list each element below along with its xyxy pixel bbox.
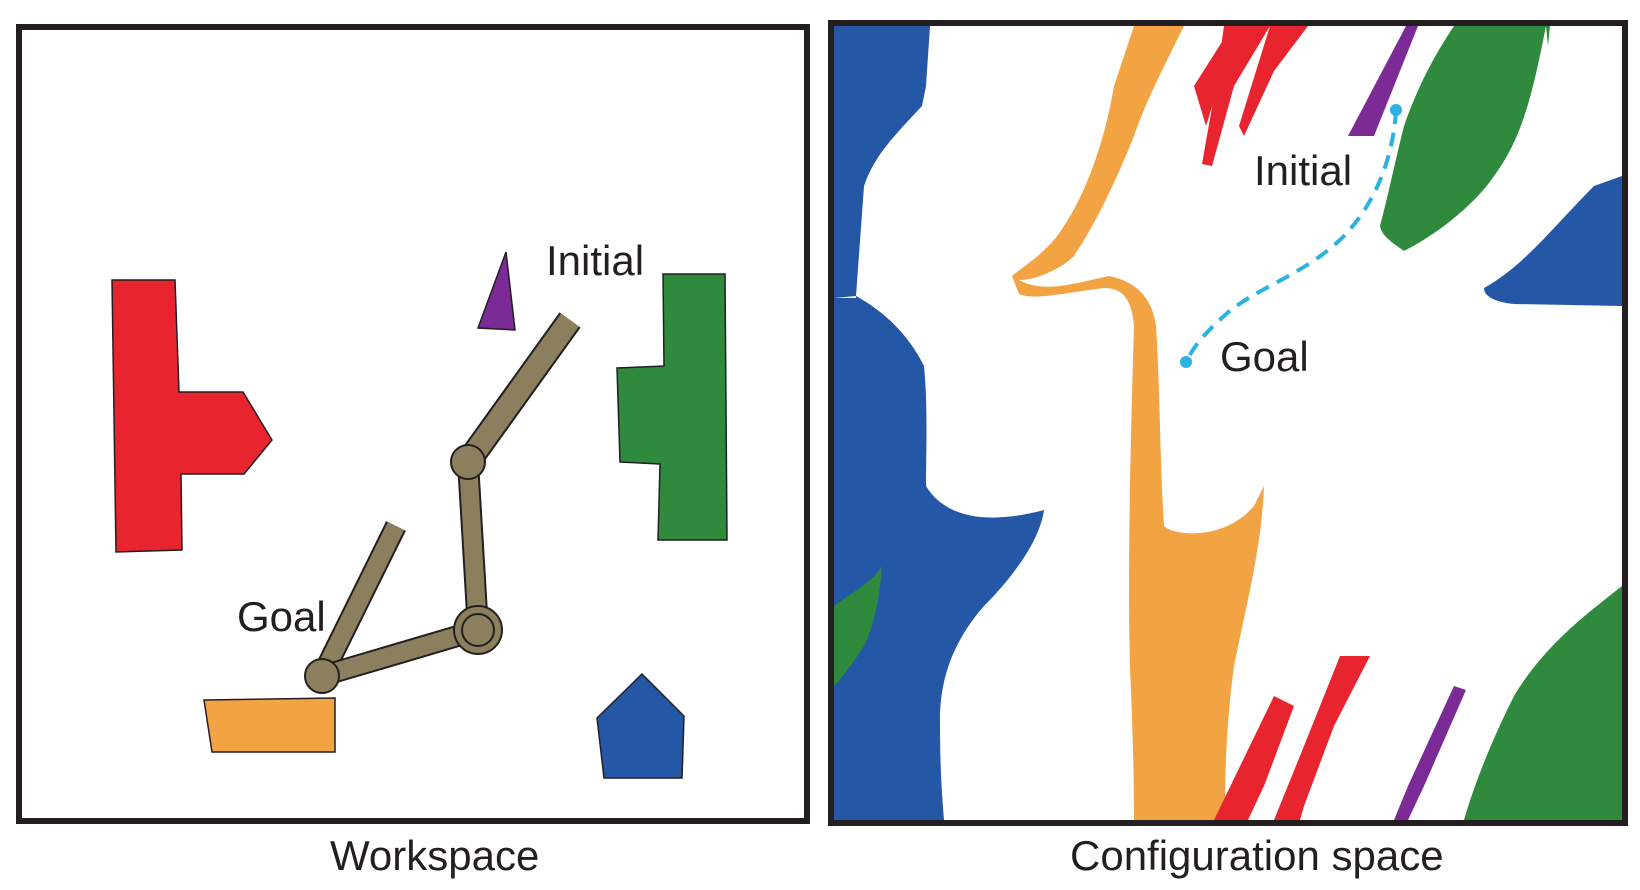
base-joint-inner: [461, 613, 495, 647]
cspace-red-region-top-2: [1239, 26, 1308, 136]
cspace-green-region-top-edge: [1546, 26, 1550, 46]
workspace-caption: Workspace: [330, 832, 540, 879]
green-obstacle: [616, 273, 728, 541]
configuration-space-canvas: [834, 26, 1622, 820]
workspace-canvas: [111, 251, 728, 779]
cspace-blue-region-bottom-left: [834, 298, 856, 820]
elbow-joint-initial: [450, 444, 486, 480]
robot-arm-initial: [457, 312, 581, 631]
cspace-goal-point: [1180, 356, 1192, 368]
blue-obstacle: [596, 672, 685, 779]
cspace-blue-region: [834, 26, 1044, 820]
elbow-joint-goal: [304, 658, 340, 694]
red-obstacle: [111, 279, 273, 553]
cspace-goal-label: Goal: [1220, 333, 1309, 380]
cspace-red-region-top-3: [1194, 26, 1234, 126]
purple-obstacle: [476, 251, 516, 331]
configuration-space-panel: Initial Goal: [828, 20, 1628, 826]
cspace-initial-label: Initial: [1254, 147, 1353, 194]
orange-obstacle: [203, 697, 336, 753]
cspace-purple-region-top: [1348, 26, 1418, 136]
cspace-path: [1184, 109, 1398, 363]
cspace-red-region-bottom-1: [1214, 696, 1294, 820]
cspace-orange-region: [1012, 26, 1264, 820]
cspace-green-region-bottom: [1464, 586, 1622, 820]
cspace-green-region-left: [834, 566, 882, 686]
cspace-green-region-top: [1380, 26, 1546, 251]
cspace-blue-region-right: [1484, 176, 1622, 306]
workspace-panel: Initial Goal: [16, 24, 810, 824]
workspace-initial-label: Initial: [546, 237, 645, 284]
cspace-initial-point: [1390, 104, 1402, 116]
cspace-red-region-bottom-2: [1274, 656, 1370, 820]
cspace-purple-region-bottom: [1394, 686, 1466, 820]
robot-arm-goal: [312, 521, 482, 687]
configuration-space-caption: Configuration space: [1070, 832, 1444, 879]
workspace-goal-label: Goal: [237, 593, 326, 640]
